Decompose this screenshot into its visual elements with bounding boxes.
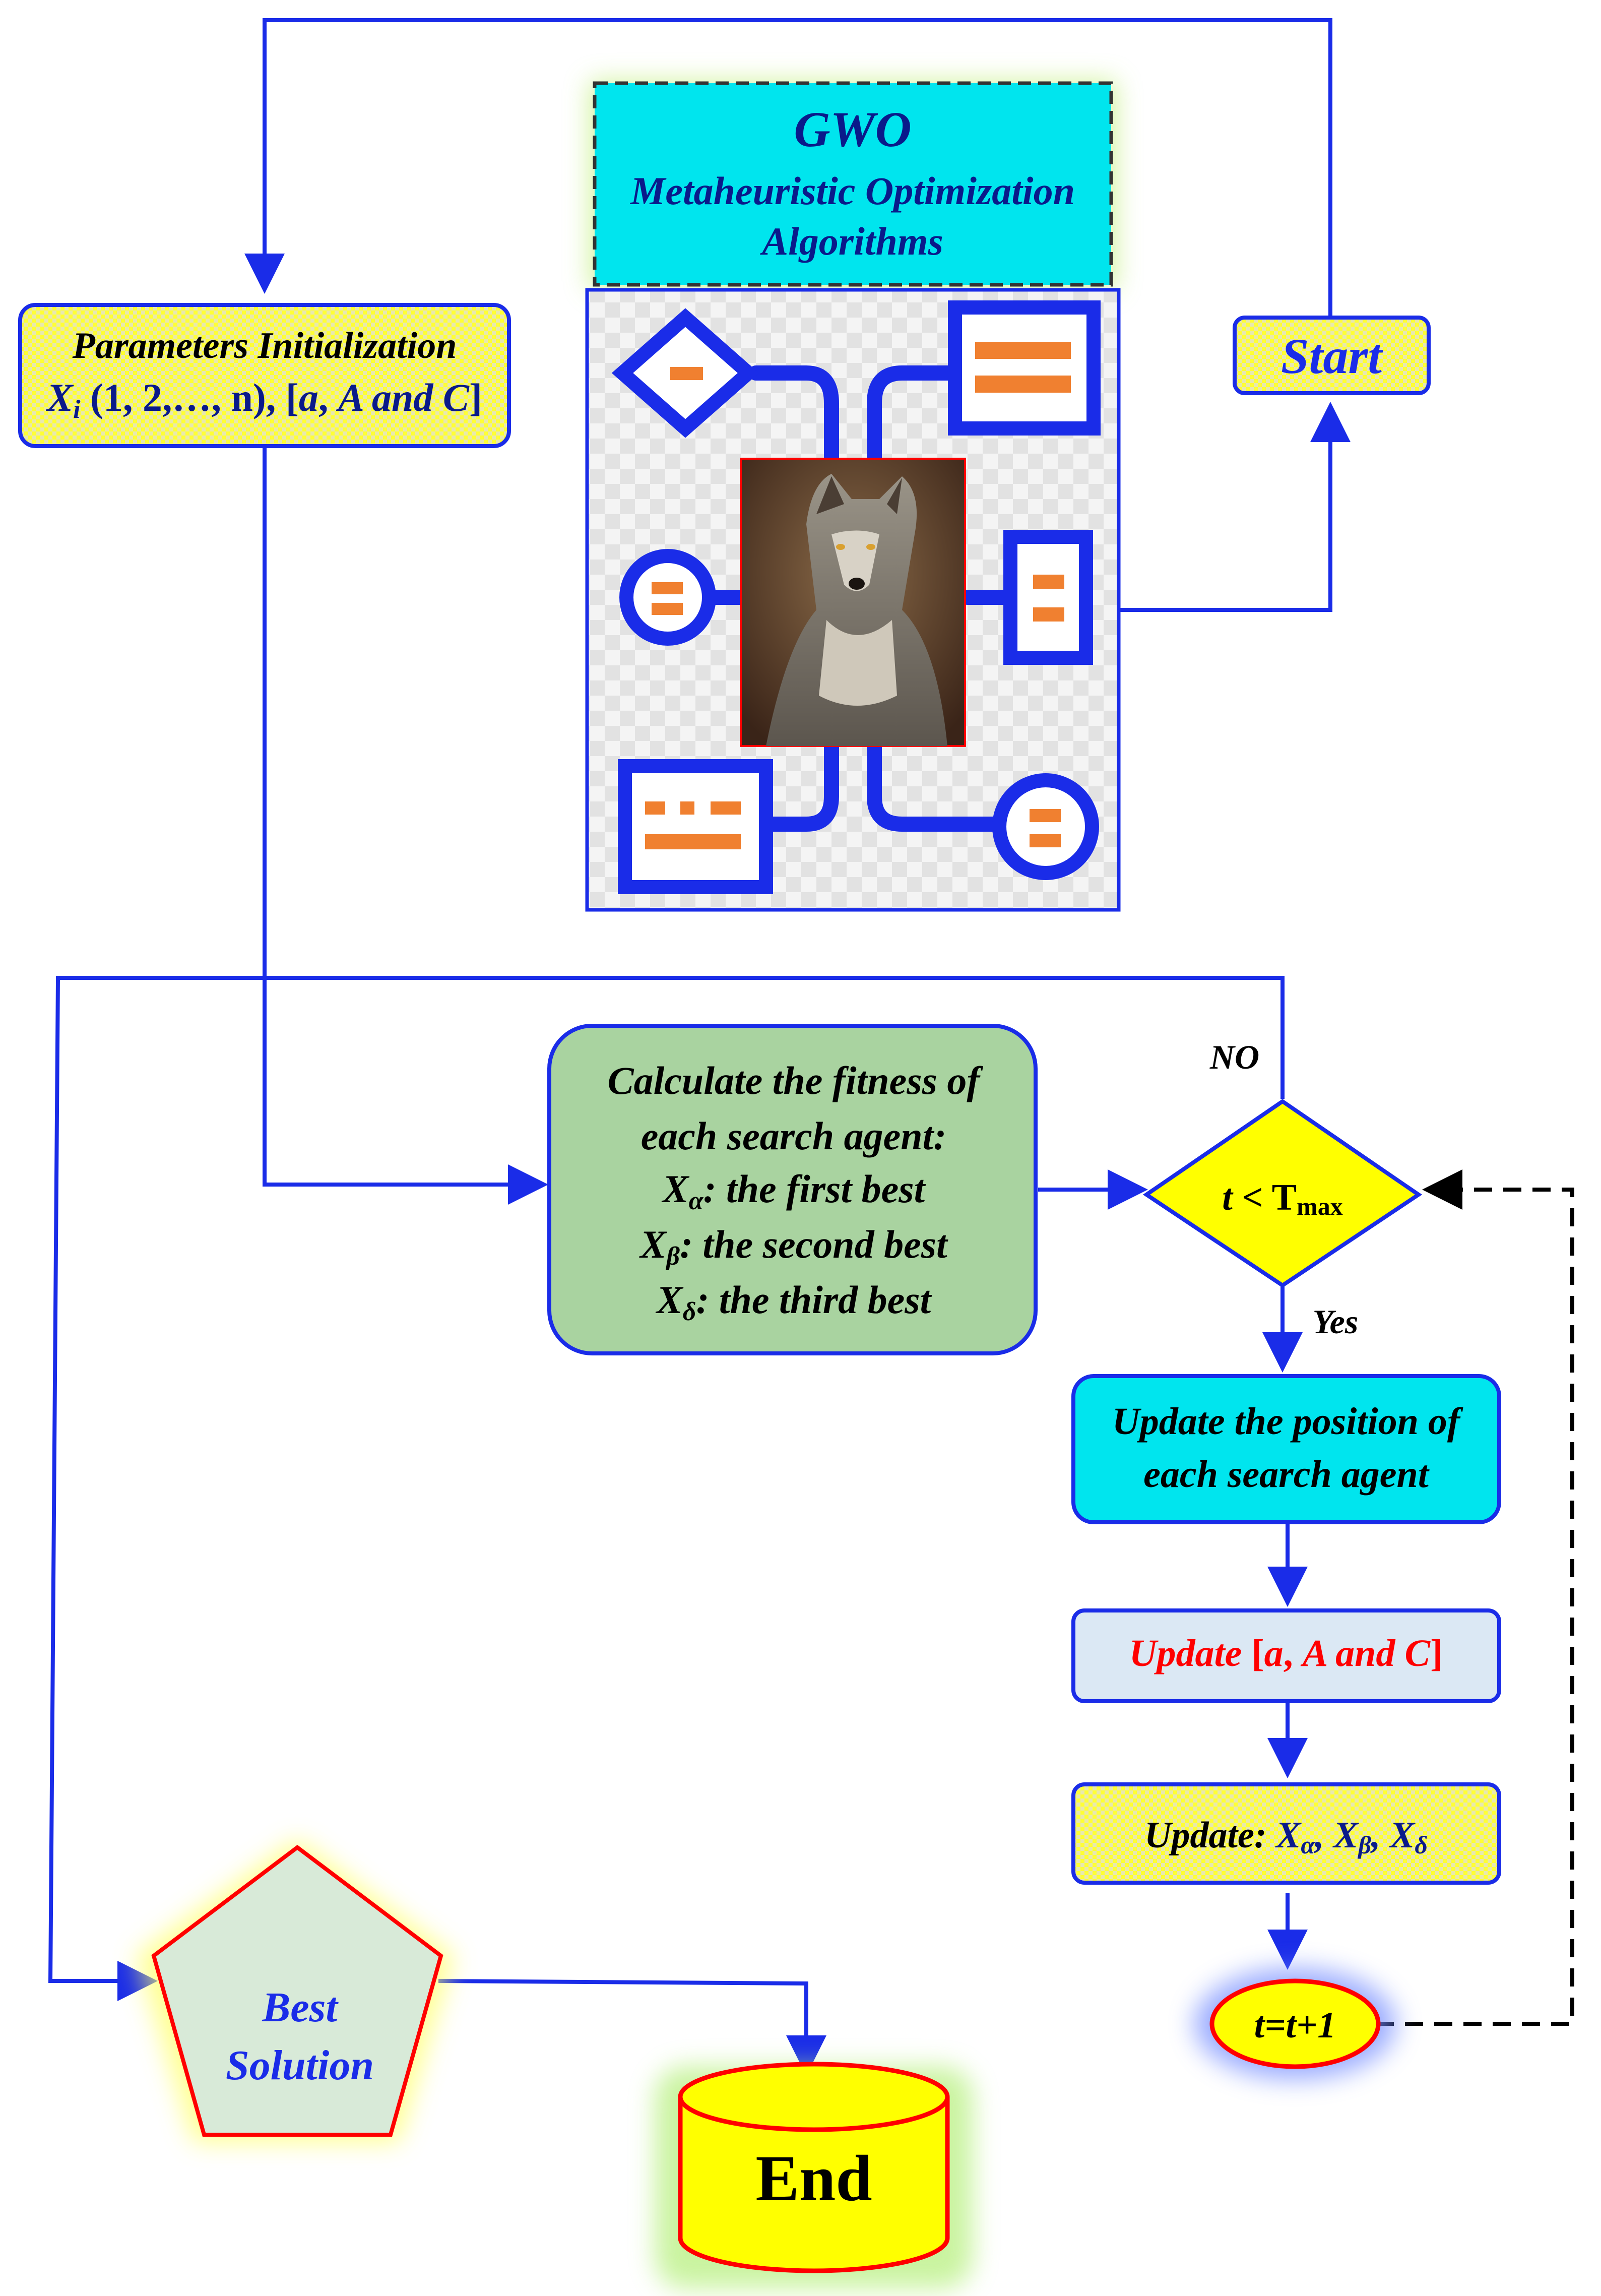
update-x-label: Update: Xα, Xβ, Xδ [1144,1815,1428,1859]
fitness-delta: Xδ: the third best [656,1278,932,1326]
params-to-fitness-line [263,446,548,1205]
no-branch-line [48,976,1285,2001]
decision-diamond: t < Tmax [1142,1099,1423,1288]
loop-back-dashed-line [1376,1169,1574,2026]
title-line3: Algorithms [759,219,943,263]
best-solution-pentagon: Best Solution [136,1840,454,2142]
fitness-line1: Calculate the fitness of [608,1059,984,1102]
update-position-line2: each search agent [1143,1453,1430,1496]
end-cylinder: End [655,2062,973,2288]
best-line1: Best [262,1984,339,2031]
start-to-params-line [244,18,1332,318]
title-line2: Metaheuristic Optimization [629,169,1075,213]
fitness-line2: each search agent: [641,1114,947,1158]
flowchart-illustration [585,288,1121,912]
increment-label: t=t+1 [1254,2005,1336,2046]
start-button[interactable]: Start [1233,316,1431,395]
update-position-box: Update the position of each search agent [1071,1374,1501,1524]
update-x-box: Update: Xα, Xβ, Xδ [1071,1782,1501,1885]
illustration-to-start-line [1119,402,1351,612]
yes-label: Yes [1313,1302,1359,1341]
parameters-init-box: Parameters Initialization Xi (1, 2,…, n)… [18,303,511,448]
title-box: GWO Metaheuristic Optimization Algorithm… [590,81,1116,290]
start-label: Start [1281,328,1383,384]
update-params-label: Update [a, A and C] [1129,1632,1443,1674]
best-to-end-line [438,1979,826,2076]
wolf-photo [740,458,966,747]
update-params-box: Update [a, A and C] [1071,1608,1501,1703]
params-line1: Parameters Initialization [72,325,457,366]
title-line1: GWO [794,101,911,157]
no-label: NO [1209,1038,1259,1076]
increment-ellipse: t=t+1 [1194,1968,1396,2079]
connectors [48,18,1351,2076]
fitness-box: Calculate the fitness of each search age… [547,1024,1038,1355]
best-line2: Solution [226,2042,374,2089]
params-line2: Xi (1, 2,…, n), [a, A and C] [46,376,482,424]
update-position-line1: Update the position of [1112,1400,1463,1443]
fitness-beta: Xβ: the second best [639,1222,948,1271]
decision-label: t < Tmax [1222,1177,1342,1220]
fitness-alpha: Xα: the first best [662,1167,926,1215]
end-label: End [755,2142,872,2215]
